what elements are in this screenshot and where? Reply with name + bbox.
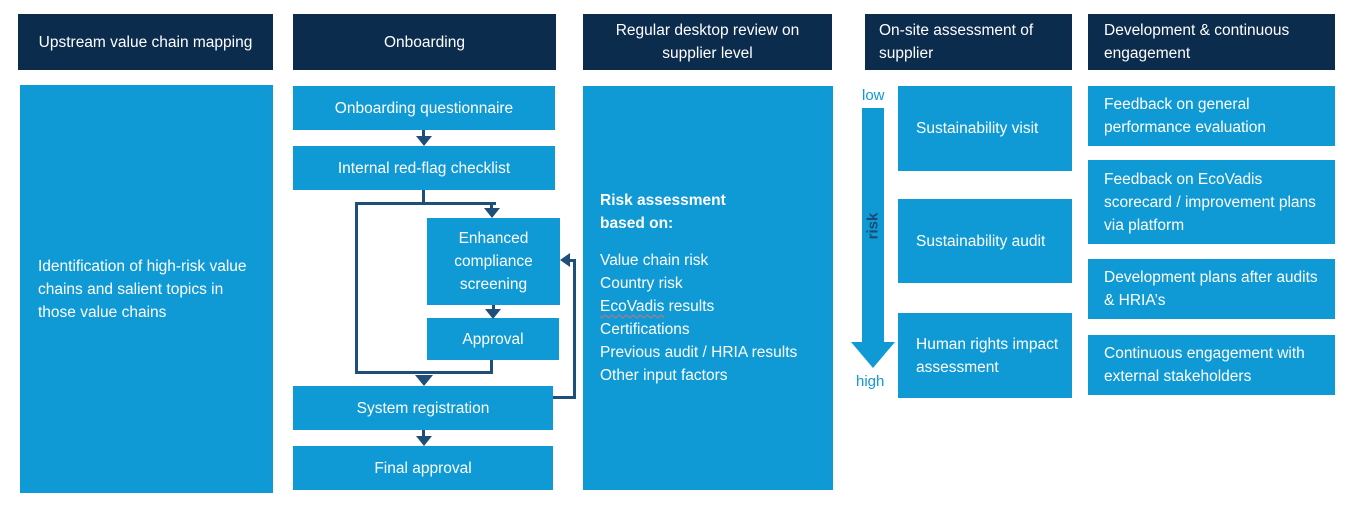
risk-arrow-head-icon <box>851 342 895 368</box>
factor-country-risk: Country risk <box>600 275 683 292</box>
box-sustainability-audit: Sustainability audit <box>898 199 1072 283</box>
risk-axis-high-label: high <box>856 373 885 390</box>
step-enhanced-compliance-screening: Enhanced compliance screening <box>427 218 560 305</box>
loop-top-horizontal <box>564 259 576 262</box>
connector-approval-stem <box>490 360 493 374</box>
risk-assessment-heading-line1: Risk assessment <box>600 192 726 209</box>
connector-screening-to-approval <box>492 305 495 311</box>
factor-previous-audit: Previous audit / HRIA results <box>600 344 798 361</box>
connector-registration-to-final <box>422 430 425 438</box>
box-identification-high-risk: Identification of high-risk value chains… <box>20 85 273 493</box>
step-final-approval: Final approval <box>293 446 553 490</box>
column-header-upstream-value-chain-mapping: Upstream value chain mapping <box>18 14 273 70</box>
arrow-left-icon <box>560 253 570 267</box>
connector-checklist-stem <box>422 190 425 204</box>
arrow-down-icon <box>416 136 432 146</box>
loop-bottom-horizontal <box>553 396 576 399</box>
risk-arrow-shaft <box>862 108 884 342</box>
step-system-registration: System registration <box>293 386 553 430</box>
box-risk-assessment: Risk assessment based on: Value chain ri… <box>583 86 833 490</box>
box-development-plans: Development plans after audits & HRIA’s <box>1088 259 1335 319</box>
factor-other-input: Other input factors <box>600 367 728 384</box>
arrow-down-icon <box>416 436 432 446</box>
box-sustainability-visit: Sustainability visit <box>898 86 1072 171</box>
misspelled-word: EcoVadis <box>600 298 665 315</box>
arrow-down-icon <box>415 375 433 386</box>
risk-assessment-heading-line2: based on: <box>600 215 674 232</box>
step-internal-red-flag-checklist: Internal red-flag checklist <box>293 146 555 190</box>
arrow-down-icon <box>484 208 500 218</box>
loop-right-vertical <box>573 259 576 399</box>
column-header-onboarding: Onboarding <box>293 14 556 70</box>
risk-axis-low-label: low <box>862 87 885 104</box>
box-continuous-engagement-stakeholders: Continuous engagement with external stak… <box>1088 335 1335 395</box>
column-header-development-engagement: Development & continuous engagement <box>1088 14 1335 70</box>
arrow-down-icon <box>485 309 501 319</box>
connector-collector-horizontal <box>355 371 493 374</box>
connector-bypass-vertical <box>355 202 358 374</box>
connector-to-screening-stem <box>490 202 493 210</box>
column-header-desktop-review: Regular desktop review on supplier level <box>583 14 832 70</box>
connector-split-horizontal <box>355 202 496 205</box>
factor-certifications: Certifications <box>600 321 690 338</box>
box-human-rights-impact-assessment: Human rights impact assessment <box>898 313 1072 398</box>
column-header-onsite-assessment: On-site assessment of supplier <box>865 14 1072 70</box>
step-onboarding-questionnaire: Onboarding questionnaire <box>293 86 555 130</box>
factor-value-chain-risk: Value chain risk <box>600 252 709 269</box>
box-feedback-ecovadis-scorecard: Feedback on EcoVadis scorecard / improve… <box>1088 160 1335 244</box>
box-feedback-general-performance: Feedback on general performance evaluati… <box>1088 86 1335 146</box>
step-approval: Approval <box>427 318 559 360</box>
risk-axis-title: risk <box>864 212 882 240</box>
connector-questionnaire-to-checklist <box>422 130 425 138</box>
factor-ecovadis: EcoVadis results <box>600 298 715 315</box>
